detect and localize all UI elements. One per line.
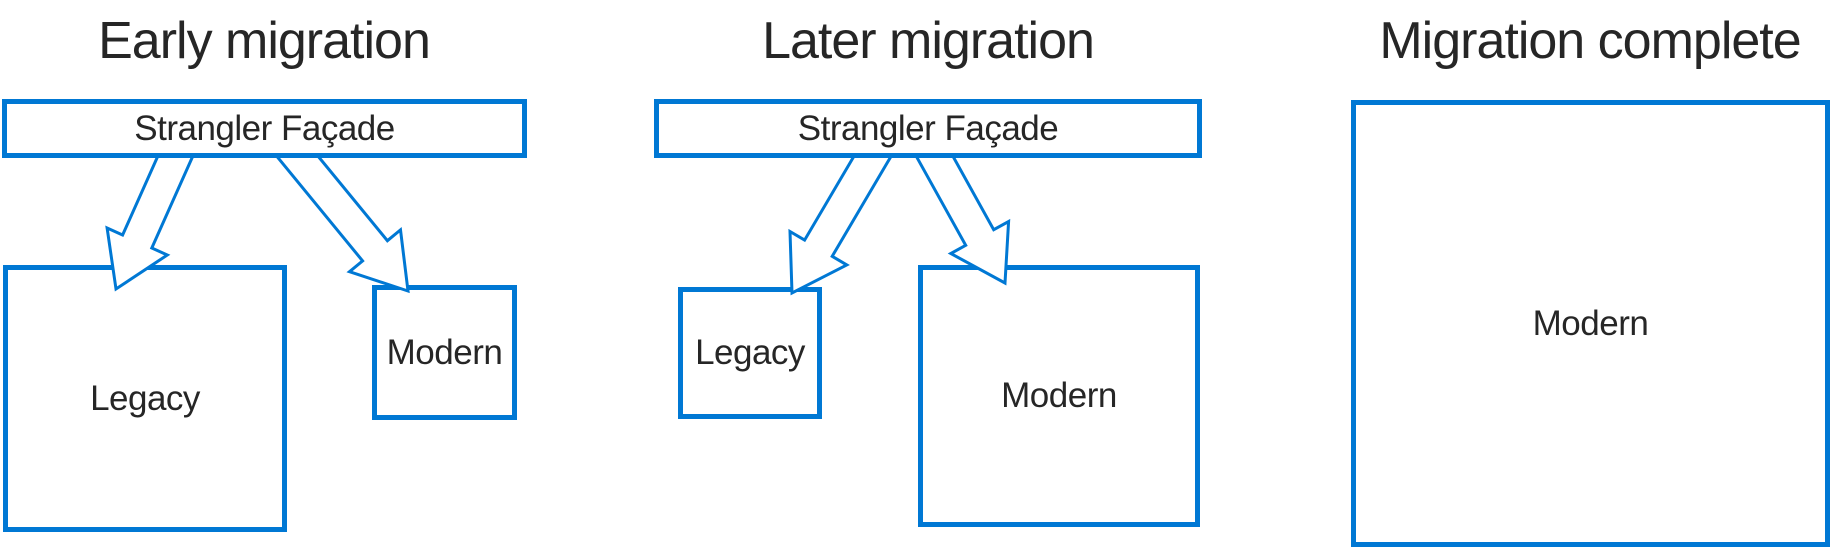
legacy-box-early [3, 265, 287, 532]
arrow-early-facade-to-legacy [105, 138, 196, 292]
strangler-facade-box-later [654, 99, 1202, 158]
modern-box-early [372, 285, 517, 420]
strangler-facade-box-early [2, 99, 527, 158]
panel-title-complete: Migration complete [1379, 12, 1801, 70]
modern-box-complete [1351, 100, 1830, 547]
legacy-box-later [678, 287, 822, 419]
arrow-later-facade-to-legacy [788, 131, 897, 296]
modern-box-later [918, 265, 1200, 527]
panel-title-early: Early migration [98, 12, 431, 70]
panel-title-later: Later migration [762, 12, 1095, 70]
